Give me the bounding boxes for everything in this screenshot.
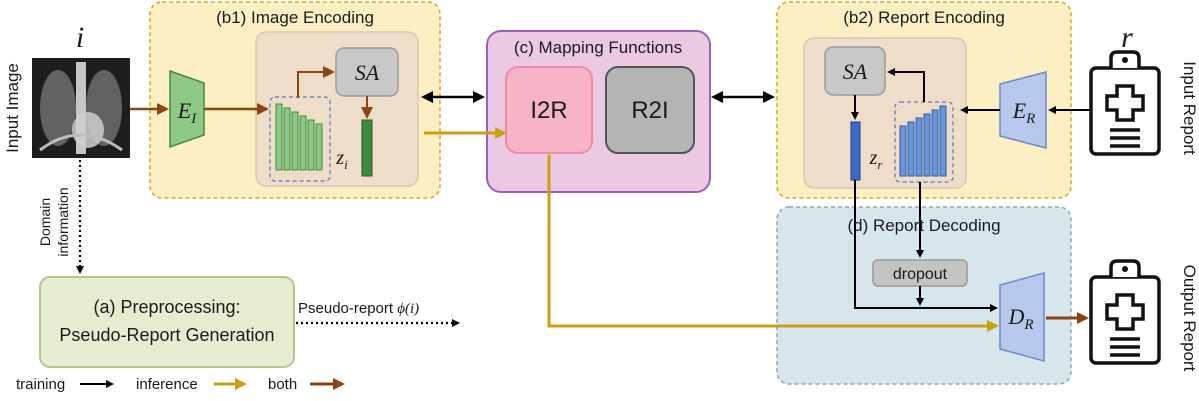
svg-text:zi: zi [335,147,348,172]
pseudo-report-label: Pseudo-report [298,300,397,317]
image-latent-sub: i [344,157,348,172]
svg-text:zr: zr [869,147,884,172]
dropout-label: dropout [893,266,948,283]
legend-inference-label: inference [136,376,198,393]
input-image-symbol: i [76,21,84,54]
preprocessing-subtitle: Pseudo-Report Generation [59,325,274,345]
r2i-function [605,66,695,154]
input-report-symbol: r [1121,21,1133,54]
image-encoding-title: (b1) Image Encoding [216,8,374,27]
report-decoder-symbol: D [1007,304,1024,329]
legend-training-label: training [16,376,65,393]
report-encoder-symbol: E [1012,98,1027,123]
svg-text:Pseudo-report ϕ(i): Pseudo-report ϕ(i) [298,300,419,317]
image-feature-group [269,96,331,182]
report-encoder [999,71,1047,149]
legend: training inference both [16,376,345,393]
pseudo-report-math: ϕ(i) [397,301,419,317]
input-report-label: Input Report [1180,61,1199,155]
report-sa-label: SA [843,59,868,84]
domain-info-line2: information [55,187,71,256]
report-decoder [999,272,1045,362]
image-latent-symbol: z [335,147,344,169]
input-report-clipboard-icon [1089,50,1161,156]
domain-info-line1: Domain [37,198,53,246]
image-encoder [169,69,205,149]
report-latent-sub: r [877,157,883,172]
latent-to-decoder-arrow [854,180,998,312]
image-encoder-sub: I [190,111,197,127]
report-encoding-title: (b2) Report Encoding [843,8,1005,27]
image-feature-maps [275,103,323,171]
output-report-label: Output Report [1180,265,1199,372]
mapping-title: (c) Mapping Functions [514,38,682,57]
features-to-sa-arrow [297,66,335,98]
legend-both-label: both [268,376,297,393]
input-image-label: Input Image [3,63,22,153]
i2r-label: I2R [530,97,567,124]
report-decoding-panel [776,206,1072,385]
report-decoder-sub: R [1023,317,1033,333]
svg-text:ER: ER [1012,98,1036,127]
report-latent-symbol: z [869,147,878,169]
report-feature-maps [899,105,947,177]
image-encoder-symbol: E [177,98,192,123]
svg-text:EI: EI [177,98,197,127]
report-decoding-title: (d) Report Decoding [847,216,1000,235]
preprocessing-box [39,276,295,368]
i2r-to-decoder-arrow [547,155,999,332]
r2i-label: R2I [631,97,668,124]
report-latent [850,121,861,181]
preprocessing-title: (a) Preprocessing: [93,297,240,317]
output-report-clipboard-icon [1089,259,1161,365]
i2r-function [505,66,593,154]
svg-text:DR: DR [1007,304,1033,333]
xray-image [32,58,130,158]
report-features-to-sa-arrow [887,68,925,102]
image-latent [361,119,373,177]
image-sa-label: SA [355,60,380,85]
report-encoder-sub: R [1025,111,1035,127]
